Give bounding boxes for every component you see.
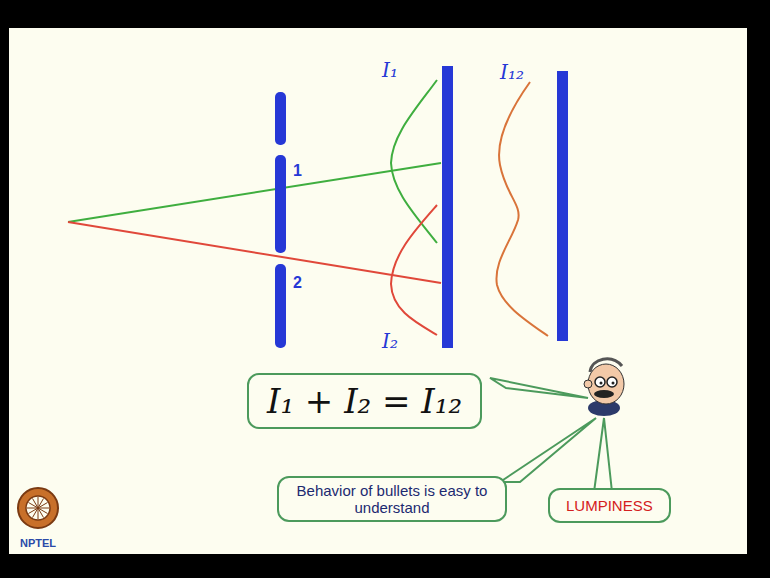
callout-text: LUMPINESS — [566, 497, 653, 514]
red-ray — [68, 222, 441, 283]
nptel-logo — [18, 488, 58, 528]
detector-wall — [557, 71, 568, 341]
callout-text: Behavior of bullets is easy to understan… — [289, 482, 495, 516]
intensity-label: I₁₂ — [500, 60, 524, 84]
intensity-curve-12 — [496, 82, 548, 336]
slit-number: 2 — [293, 274, 302, 292]
callout-tail — [594, 418, 612, 492]
cartoon-professor — [584, 359, 624, 416]
speech-callout: Behavior of bullets is easy to understan… — [277, 476, 507, 522]
equation-callout: I₁ + I₂ = I₁₂ — [247, 373, 482, 429]
callout-tail — [500, 418, 596, 482]
logo-text: NPTEL — [20, 537, 56, 549]
intensity-label: I₁ — [382, 58, 398, 82]
slit-number: 1 — [293, 162, 302, 180]
intensity-label: I₂ — [382, 329, 398, 353]
callout-text: I₁ + I₂ = I₁₂ — [267, 381, 462, 421]
green-ray — [68, 163, 441, 222]
intensity-curve-2 — [391, 205, 437, 335]
speech-callout: LUMPINESS — [548, 488, 671, 523]
callout-tail — [490, 378, 588, 398]
barrier-segment — [275, 92, 286, 145]
barrier-segment — [275, 264, 286, 348]
barrier-segment — [275, 155, 286, 253]
intensity-curve-1 — [391, 80, 437, 243]
detector-wall — [442, 66, 453, 348]
